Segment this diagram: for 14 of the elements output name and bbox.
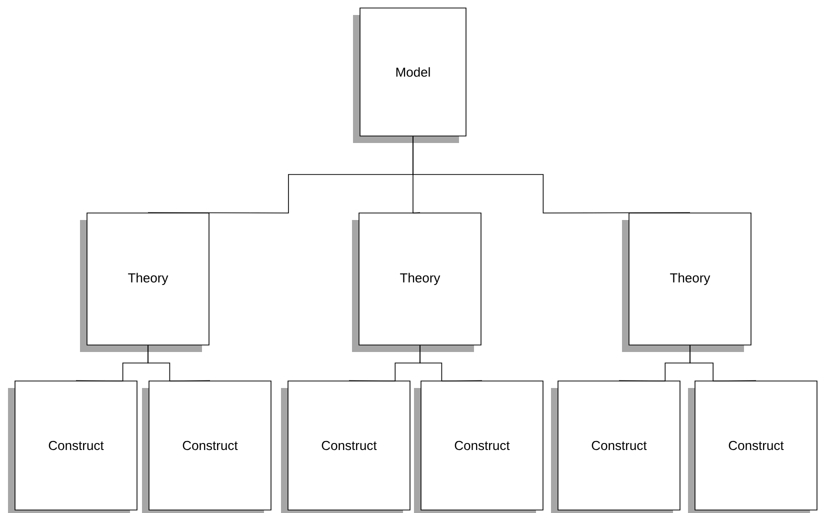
box: Construct (281, 380, 410, 513)
connector (412, 136, 690, 214)
box: Model (353, 8, 466, 143)
box: Theory (80, 212, 210, 352)
box: Construct (688, 380, 818, 513)
box: Construct (142, 380, 272, 513)
connector (690, 345, 756, 382)
connector (420, 345, 482, 382)
connector (148, 345, 210, 382)
box: Theory (622, 212, 752, 352)
box: Construct (414, 380, 544, 513)
box: Theory (352, 212, 482, 352)
box: Construct (551, 380, 680, 513)
box: Construct (8, 380, 138, 513)
